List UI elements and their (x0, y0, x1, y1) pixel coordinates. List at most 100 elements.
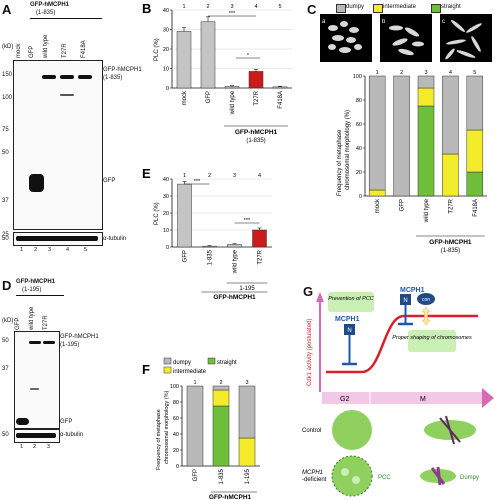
panel-a-marker-50: 50 (2, 150, 9, 156)
panel-a-lane-label-3: wild type (43, 34, 49, 58)
g-prevention-text: Prevention of PCC (328, 296, 374, 302)
lane-number: 1 (376, 70, 379, 76)
lane-number: 3 (233, 173, 236, 179)
panel-c-micrographs: a b c (320, 14, 492, 62)
panel-letter-d: D (2, 278, 12, 293)
panel-d-tubulin-marker: 50 (2, 432, 9, 438)
stack-segment-intermediate (238, 437, 256, 467)
g-control-chromosomes (439, 415, 461, 445)
sig-label-2: *** (244, 218, 251, 224)
panel-a-band-full-lane3 (42, 75, 56, 79)
category-label: F418A (473, 199, 479, 217)
category-label: wild type (424, 198, 430, 223)
category-label: T27R (258, 249, 264, 264)
bar (227, 244, 242, 248)
panel-d-kd-label: (kD) (2, 318, 14, 324)
bar (248, 71, 264, 89)
panel-a-tubulin-label: α-tubulin (103, 236, 127, 242)
panel-a-marker-150: 150 (2, 72, 13, 78)
y-tick-label: 40 (173, 432, 179, 438)
bar (224, 86, 240, 89)
g-proper-text: Proper shaping of chromosomes (392, 335, 472, 341)
category-label: T27R (254, 90, 260, 105)
legend-swatch-intermediate (373, 4, 383, 13)
group-label: GFP-hMCPH1 (213, 294, 256, 300)
y-tick-label: 100 (170, 384, 179, 390)
panel-a-marker-100: 100 (2, 95, 13, 101)
panel-a-bracket (30, 18, 102, 19)
bar (176, 31, 192, 89)
panel-a-lane-number-2: 2 (34, 247, 38, 253)
group-label: GFP-hMCPH1 (429, 239, 472, 246)
g-proper-box (408, 330, 456, 352)
category-label: 1-835 (208, 249, 214, 265)
y-axis-label-line-2: chromosomal morphology (%) (345, 110, 351, 190)
lane-number: 2 (219, 380, 222, 386)
panel-a-band-tubulin (16, 236, 98, 241)
stack-segment-intermediate (417, 87, 435, 107)
stack-segment-dumpy (186, 385, 204, 467)
stack-segment-dumpy (212, 385, 230, 391)
legend-swatch-dumpy (163, 357, 172, 365)
y-tick-label: 20 (173, 448, 179, 454)
bar (200, 21, 216, 89)
category-label: mock (182, 90, 188, 105)
g-pcc-label: PCC (378, 475, 391, 481)
stack-segment-straight (417, 105, 435, 197)
panel-letter-e: E (142, 166, 151, 181)
panel-d-band-full-lane2 (29, 341, 41, 344)
panel-d-bracket (16, 295, 64, 296)
g-control-cell-g2 (332, 410, 372, 450)
y-tick-label: 60 (173, 416, 179, 422)
bar (252, 229, 267, 248)
panel-letter-b: B (142, 1, 151, 16)
g-n-box-right (400, 294, 411, 305)
g-n-box-left (344, 324, 355, 335)
stack-segment-intermediate (442, 153, 459, 197)
stack-segment-straight (466, 171, 484, 197)
panel-d-blot-main (14, 331, 60, 429)
legend-swatch-straight (207, 357, 216, 365)
g-phase-arrowhead (482, 388, 494, 408)
lane-number: 2 (206, 4, 209, 10)
panel-a-lane-number-4: 4 (66, 247, 70, 253)
y-tick-label: 80 (173, 400, 179, 406)
stack-segment-intermediate (212, 389, 230, 407)
legend-label-straight: straight (217, 360, 237, 366)
lane-number: 3 (424, 70, 427, 76)
group-sub-label: 1-195 (239, 286, 255, 292)
stack-segment-intermediate (368, 189, 386, 197)
panel-a-lane-number-5: 5 (84, 247, 88, 253)
micrograph-a-letter: a (322, 19, 326, 25)
panel-a-marker-75: 75 (2, 127, 9, 133)
sig-label-1: *** (229, 11, 236, 17)
panel-a-construct: GFP-hMCPH1 (30, 2, 69, 8)
g-n-right: N (403, 298, 407, 304)
panel-d-band-gfp (16, 418, 29, 425)
lane-number: 4 (258, 173, 261, 179)
g-con-label: con (422, 297, 430, 303)
panel-d-band-full-range: (1-195) (60, 342, 80, 348)
panel-a-band-full-lane4 (60, 75, 74, 79)
panel-letter-g: G (303, 284, 314, 299)
category-label: wild type (230, 90, 236, 115)
y-tick-label: 0 (359, 194, 362, 200)
panel-d-lane-number-1: 1 (20, 444, 24, 450)
g-n-left: N (347, 328, 351, 334)
sig-label-2: * (247, 53, 250, 59)
g-phase-g2: G2 (340, 396, 349, 403)
y-axis-label-line-2: chromosomal morphology (%) (164, 390, 170, 464)
category-label: 1-195 (245, 468, 251, 484)
group-label: GFP-hMCPH1 (235, 129, 278, 136)
panel-a-lane-label-2: GFP (29, 45, 35, 58)
lane-number: 4 (449, 70, 452, 76)
lane-number: 1 (193, 380, 196, 386)
panel-g-diagram: Cdk1 activity (postulated) G2 M Preventi… (302, 287, 494, 497)
g-phase-bar (322, 392, 482, 404)
g-y-axis-arrowhead (316, 292, 324, 302)
y-tick-label: 0 (176, 464, 179, 470)
g-double-arrow (421, 306, 431, 326)
stack-segment-dumpy (393, 75, 410, 197)
